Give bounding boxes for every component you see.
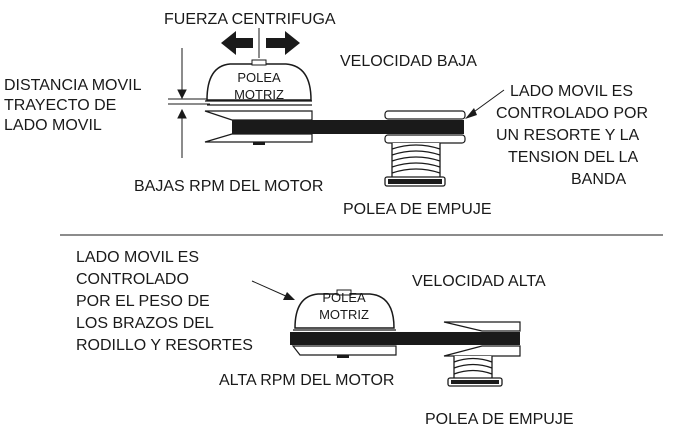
high-speed-panel: LADO MOVIL ES CONTROLADO POR EL PESO DE … <box>76 249 574 428</box>
movable-side-spring-label-line1: LADO MOVIL ES <box>510 83 633 100</box>
centrifugal-force-arrows-icon <box>221 28 300 58</box>
movable-distance-label-line3: LADO MOVIL <box>4 117 102 134</box>
movable-side-weights-label-line3: POR EL PESO DE <box>76 293 210 310</box>
high-speed-label: VELOCIDAD ALTA <box>412 273 546 290</box>
low-speed-panel: FUERZA CENTRIFUGA DISTANCIA MOVIL TRAYEC… <box>4 11 648 218</box>
drive-belt-low <box>232 120 464 134</box>
drive-pulley-label-top-line1: POLEA <box>237 70 281 85</box>
drive-pulley-label-bottom-line1: POLEA <box>322 290 366 305</box>
movable-side-weights-label-line5: RODILLO Y RESORTES <box>76 337 253 354</box>
movable-distance-label-line1: DISTANCIA MOVIL <box>4 77 142 94</box>
drive-pulley-label-top-line2: MOTRIZ <box>234 87 284 102</box>
movable-side-weights-label-line1: LADO MOVIL ES <box>76 249 199 266</box>
spring-icon <box>391 143 441 177</box>
movable-side-spring-label-line3: UN RESORTE Y LA <box>496 127 639 144</box>
driven-pulley-low <box>384 110 466 187</box>
driven-pulley-label-bottom: POLEA DE EMPUJE <box>425 411 574 428</box>
low-rpm-label: BAJAS RPM DEL MOTOR <box>134 178 323 195</box>
drive-pulley-label-bottom-line2: MOTRIZ <box>319 307 369 322</box>
drive-pulley-low: POLEA MOTRIZ <box>204 59 313 145</box>
movable-side-weights-label-line2: CONTROLADO <box>76 271 189 288</box>
callout-arrow-top <box>465 89 505 119</box>
movable-side-spring-label-line5: BANDA <box>571 171 626 188</box>
movable-side-spring-label-line4: TENSION DEL LA <box>508 149 638 166</box>
driven-pulley-high <box>443 321 521 387</box>
distance-dimension-icon <box>168 48 210 158</box>
movable-side-spring-label-line2: CONTROLADO POR <box>496 105 648 122</box>
callout-arrow-bottom <box>251 280 295 300</box>
low-speed-label: VELOCIDAD BAJA <box>340 53 477 70</box>
spring-icon <box>453 356 493 378</box>
movable-distance-label-line2: TRAYECTO DE <box>4 97 116 114</box>
movable-side-weights-label-line4: LOS BRAZOS DEL <box>76 315 214 332</box>
driven-pulley-label-top: POLEA DE EMPUJE <box>343 201 492 218</box>
centrifugal-force-label: FUERZA CENTRIFUGA <box>164 11 336 28</box>
drive-pulley-high: POLEA MOTRIZ <box>291 289 397 358</box>
drive-belt-high <box>290 332 520 345</box>
high-rpm-label: ALTA RPM DEL MOTOR <box>219 372 394 389</box>
